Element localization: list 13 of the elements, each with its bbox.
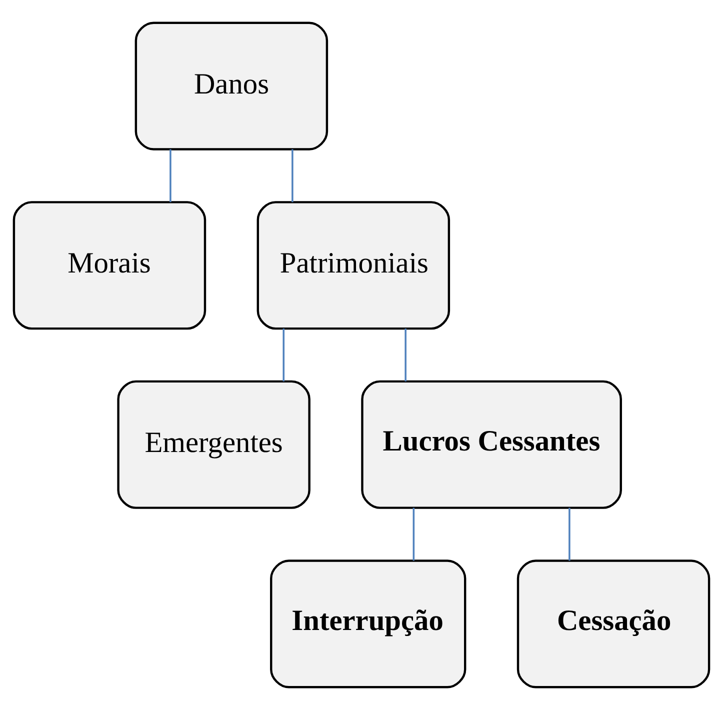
node-box: Cessação [516,559,710,688]
node-box: Patrimoniais [256,200,450,330]
node-box: Lucros Cessantes [361,380,622,508]
connector [404,328,406,381]
connector [412,507,415,560]
node-box: Emergentes [117,380,310,508]
connector [282,328,284,381]
node-box: Morais [12,200,206,330]
node-box: Danos [134,21,328,150]
connector [170,148,172,202]
node-box: Interrupção [270,559,466,688]
connector [292,148,294,202]
connector [568,507,570,560]
